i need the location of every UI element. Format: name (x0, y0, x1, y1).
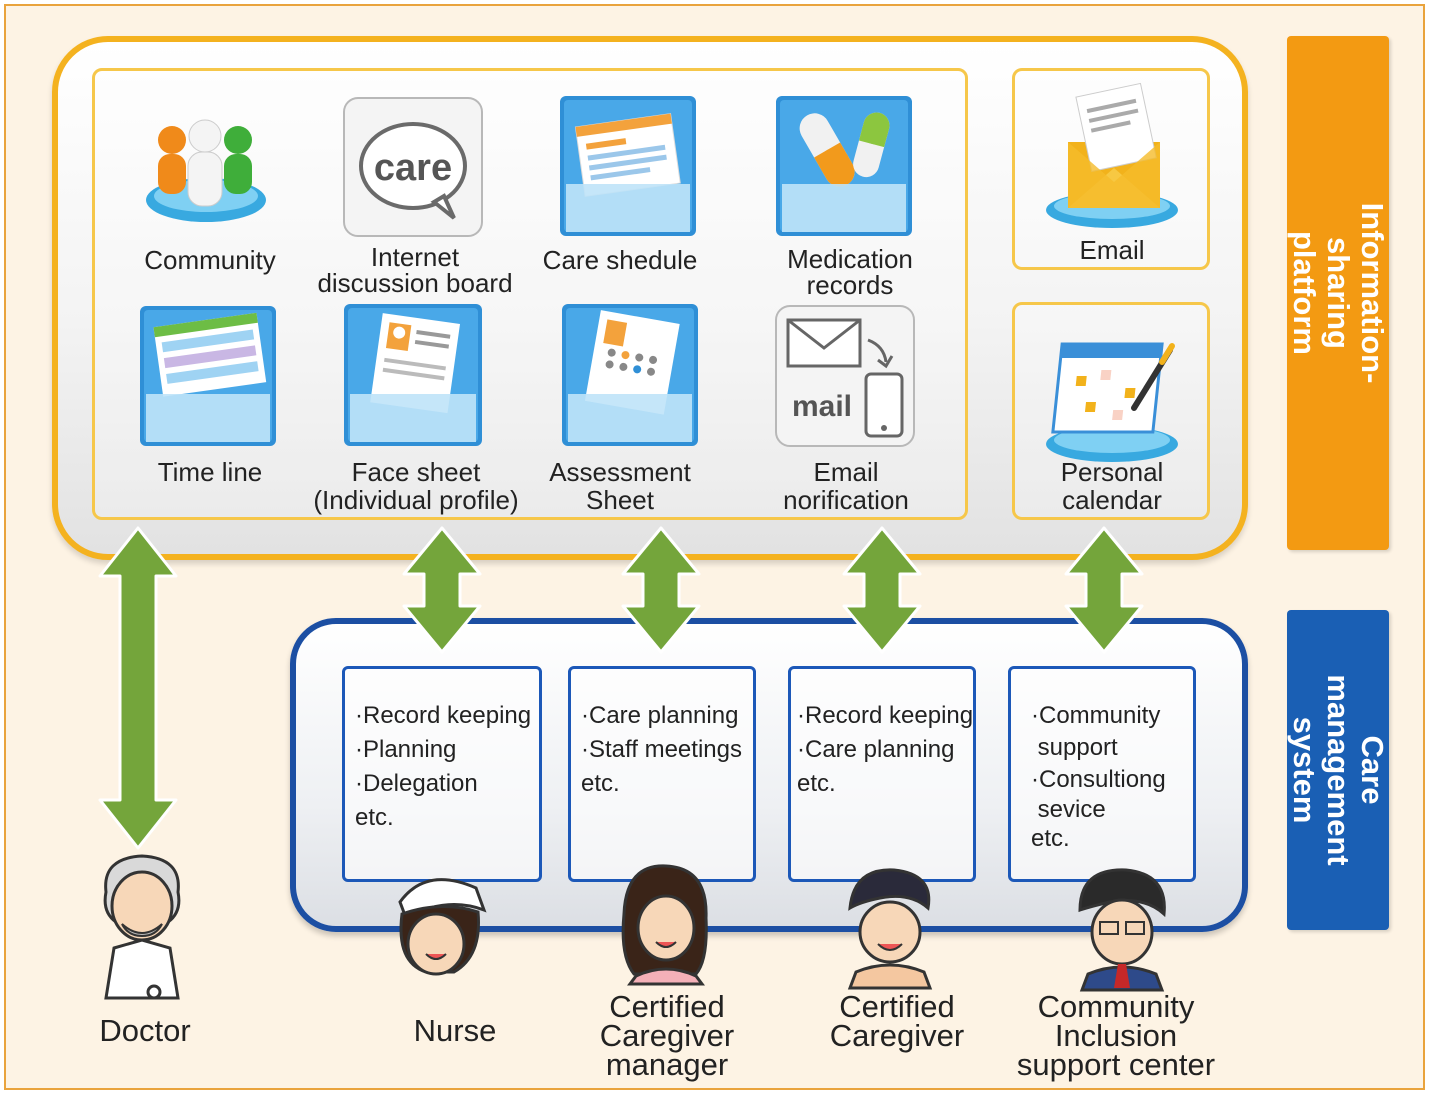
email-notification-tile[interactable]: mail (774, 304, 915, 447)
doctor-avatar-icon (103, 854, 181, 1000)
task-line: ·Record keeping (355, 702, 532, 729)
care-bubble-icon: care (343, 97, 483, 237)
support-center-arrow (1064, 526, 1144, 654)
support-center-task-box: ·Community support ·Consultiong sevice e… (1008, 666, 1196, 882)
support-center-label: Community Inclusion support center (1016, 989, 1216, 1082)
community-label: Community (144, 245, 276, 275)
platform-side-label: Information-sharing platform (1287, 36, 1390, 550)
nurse-avatar-icon (398, 878, 487, 976)
task-line: ·Care planning (797, 736, 955, 763)
care-schedule-label: Care shedule (542, 245, 698, 275)
email-tile[interactable] (1040, 82, 1178, 228)
task-line: sevice (1031, 796, 1106, 823)
face-sheet-icon (344, 304, 482, 446)
task-line: support (1031, 734, 1118, 761)
task-line: etc. (797, 770, 836, 797)
schedule-icon (560, 96, 696, 236)
task-line: ·Community (1031, 702, 1161, 729)
medication-records-tile[interactable] (776, 96, 912, 236)
doctor-arrow (98, 526, 178, 850)
task-line: etc. (355, 804, 394, 831)
assessment-sheet-icon (562, 304, 698, 446)
assessment-sheet-tile[interactable] (562, 304, 698, 446)
care-schedule-tile[interactable] (560, 96, 696, 236)
envelope-icon (1046, 82, 1178, 228)
care-system-side-label: Care management system (1287, 610, 1390, 930)
task-line: ·Staff meetings (581, 736, 742, 763)
care-manager-avatar-icon (621, 864, 708, 986)
face-sheet-tile[interactable] (344, 304, 482, 446)
calendar-icon (1046, 342, 1178, 462)
community-tile[interactable] (140, 98, 270, 238)
care-manager-label: Certified Caregiver manager (599, 989, 735, 1082)
task-line: etc. (1031, 825, 1070, 852)
care-manager-arrow (621, 526, 701, 654)
care-manager-task-box: ·Care planning ·Staff meetings etc. (568, 666, 756, 882)
care-icon-text: care (374, 147, 452, 189)
caregiver-arrow (842, 526, 922, 654)
nurse-arrow (402, 526, 482, 654)
nurse-label: Nurse (413, 1013, 497, 1048)
discussion-board-label: Internet discussion board (317, 242, 513, 298)
caregiver-task-box: ·Record keeping ·Care planning etc. (788, 666, 976, 882)
face-sheet-label: Face sheet (Individual profile) (313, 457, 519, 515)
medication-icon (776, 96, 912, 236)
task-line: ·Planning (355, 736, 457, 763)
task-line: ·Consultiong (1031, 766, 1166, 793)
task-line: ·Delegation (355, 770, 478, 797)
discussion-board-tile[interactable]: care (342, 96, 483, 237)
support-center-avatar-icon (1078, 868, 1166, 992)
caregiver-avatar-icon (847, 868, 933, 990)
task-line: ·Care planning (581, 702, 739, 729)
calendar-tile[interactable] (1038, 326, 1178, 466)
time-line-label: Time line (157, 457, 263, 487)
mail-phone-icon: mail (775, 305, 915, 447)
timeline-icon (140, 306, 276, 446)
task-line: etc. (581, 770, 620, 797)
doctor-label: Doctor (99, 1013, 191, 1048)
medication-records-label: Medication records (787, 244, 913, 300)
caregiver-label: Certified Caregiver (829, 989, 965, 1053)
calendar-label: Personal calendar (1060, 457, 1164, 515)
mail-icon-text: mail (792, 390, 852, 423)
email-notification-label: Email norification (783, 457, 909, 515)
time-line-tile[interactable] (140, 306, 276, 446)
assessment-sheet-label: Assessment Sheet (549, 457, 691, 515)
community-icon (146, 119, 266, 222)
task-line: ·Record keeping (797, 702, 974, 729)
email-label: Email (1079, 235, 1145, 265)
